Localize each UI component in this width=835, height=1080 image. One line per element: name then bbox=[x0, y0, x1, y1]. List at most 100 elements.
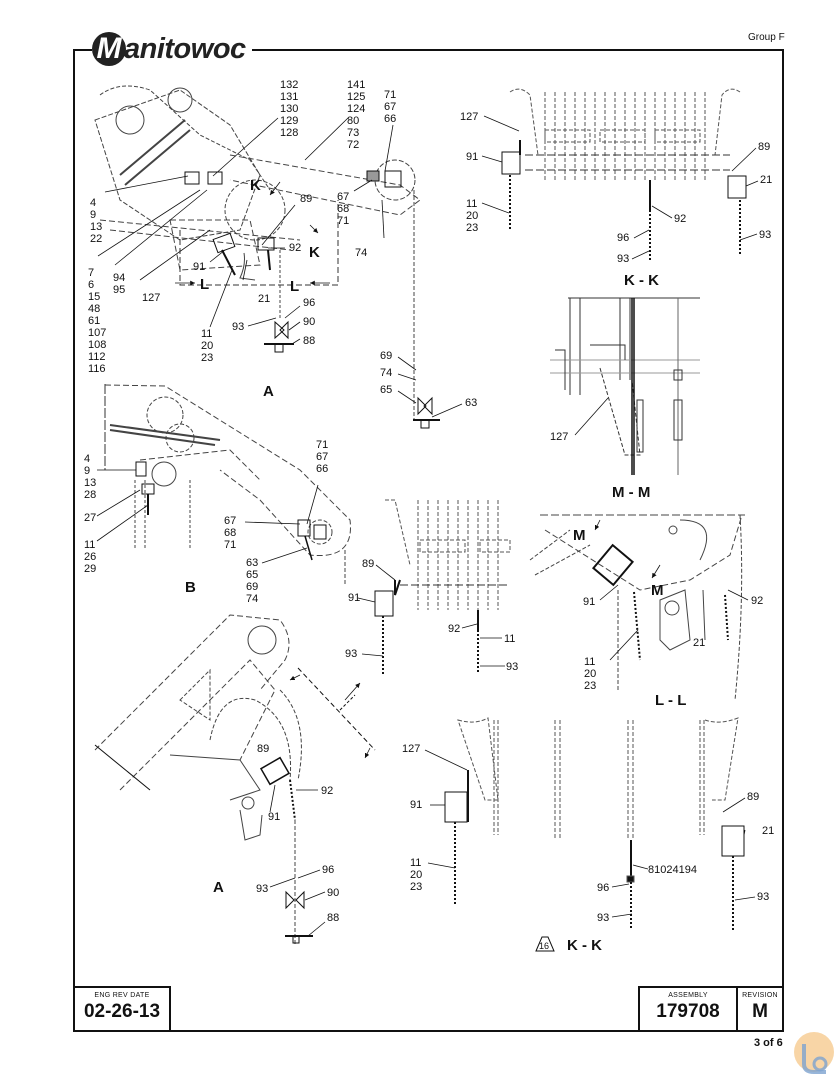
callout-107: 107 bbox=[88, 327, 106, 339]
assembly-box: ASSEMBLY 179708 bbox=[638, 986, 738, 1032]
callout-90: 90 bbox=[327, 887, 339, 899]
revision-flag-icon bbox=[535, 936, 555, 952]
callout-92: 92 bbox=[321, 785, 333, 797]
callout-63: 63 bbox=[465, 397, 477, 409]
view-a-bottom bbox=[94, 614, 376, 945]
section-mark-m: M bbox=[651, 582, 664, 599]
callout-20: 20 bbox=[584, 668, 596, 680]
section-mark-k: K bbox=[309, 244, 320, 261]
section-mark-l: L bbox=[290, 278, 299, 295]
callout-68: 68 bbox=[337, 203, 349, 215]
callout-80: 80 bbox=[347, 115, 359, 127]
callout-93: 93 bbox=[345, 648, 357, 660]
callout-11: 11 bbox=[504, 633, 515, 645]
callout-93: 93 bbox=[617, 253, 629, 265]
callout-93: 93 bbox=[597, 912, 609, 924]
callout-91: 91 bbox=[466, 151, 478, 163]
logo-initial: M bbox=[92, 32, 126, 66]
revision-caption: REVISION bbox=[742, 992, 778, 999]
revision-box: REVISION M bbox=[736, 986, 784, 1032]
view-b-labels: 4 9 13 28 27 11 26 29 71 67 66 67 68 71 … bbox=[84, 439, 328, 605]
callout-88: 88 bbox=[327, 912, 339, 924]
callout-7: 7 bbox=[88, 267, 94, 279]
callout-6: 6 bbox=[88, 279, 94, 291]
view-kk-bottom-labels: 127 91 11 20 23 81024194 96 93 89 21 93 … bbox=[402, 743, 774, 954]
callout-92: 92 bbox=[674, 213, 686, 225]
callout-91: 91 bbox=[348, 592, 360, 604]
callout-91: 91 bbox=[193, 261, 205, 273]
callout-71b: 71 bbox=[337, 215, 349, 227]
callout-69: 69 bbox=[380, 350, 392, 362]
manitowoc-logo: M anitowoc bbox=[92, 30, 252, 68]
view-a-leaders bbox=[97, 117, 463, 418]
callout-67b: 67 bbox=[224, 515, 236, 527]
callout-61: 61 bbox=[88, 315, 100, 327]
view-ll-title: L - L bbox=[655, 692, 686, 709]
view-mm bbox=[550, 297, 700, 475]
callout-92: 92 bbox=[751, 595, 763, 607]
callout-124: 124 bbox=[347, 103, 365, 115]
callout-22: 22 bbox=[90, 233, 102, 245]
callout-29: 29 bbox=[84, 563, 96, 575]
view-mm-labels: 127 M - M bbox=[550, 431, 650, 501]
callout-71b: 71 bbox=[224, 539, 236, 551]
callout-93b: 93 bbox=[506, 661, 518, 673]
callout-94: 94 bbox=[113, 272, 125, 284]
view-kk-bottom-leaders bbox=[424, 749, 756, 918]
callout-74: 74 bbox=[246, 593, 258, 605]
assembly-caption: ASSEMBLY bbox=[668, 992, 708, 999]
callout-21: 21 bbox=[760, 174, 772, 186]
view-kk-mid bbox=[374, 499, 511, 675]
assembly-number: 179708 bbox=[656, 1001, 720, 1022]
callout-26: 26 bbox=[84, 551, 96, 563]
callout-23: 23 bbox=[584, 680, 596, 692]
callout-15: 15 bbox=[88, 291, 100, 303]
callout-20: 20 bbox=[410, 869, 422, 881]
callout-11: 11 bbox=[410, 857, 421, 869]
callout-67b: 67 bbox=[337, 191, 349, 203]
section-mark-l: L bbox=[200, 276, 209, 293]
view-a-bottom-labels: 89 92 91 96 93 90 88 A bbox=[213, 743, 339, 924]
view-ll-leaders bbox=[594, 519, 749, 661]
parts-diagram: 132 131 130 129 128 141 125 124 80 73 72… bbox=[84, 79, 774, 954]
callout-11: 11 bbox=[584, 656, 595, 668]
callout-74b: 74 bbox=[380, 367, 392, 379]
view-kk-mid-labels: 89 91 93 92 11 93 bbox=[345, 558, 518, 673]
callout-96: 96 bbox=[597, 882, 609, 894]
view-b-title: B bbox=[185, 579, 196, 596]
callout-90: 90 bbox=[303, 316, 315, 328]
callout-65: 65 bbox=[246, 569, 258, 581]
callout-91: 91 bbox=[410, 799, 422, 811]
callout-23: 23 bbox=[466, 222, 478, 234]
callout-21: 21 bbox=[762, 825, 774, 837]
callout-131: 131 bbox=[280, 91, 298, 103]
callout-89: 89 bbox=[747, 791, 759, 803]
callout-9: 9 bbox=[90, 209, 96, 221]
callout-72: 72 bbox=[347, 139, 359, 151]
callout-71: 71 bbox=[384, 89, 396, 101]
callout-93: 93 bbox=[256, 883, 268, 895]
callout-28: 28 bbox=[84, 489, 96, 501]
callout-23: 23 bbox=[201, 352, 213, 364]
callout-91: 91 bbox=[268, 811, 280, 823]
revision-flag-number: 16 bbox=[539, 941, 549, 951]
view-mm-leaders bbox=[574, 397, 609, 436]
callout-13: 13 bbox=[90, 221, 102, 233]
callout-91: 91 bbox=[583, 596, 595, 608]
callout-93b: 93 bbox=[757, 891, 769, 903]
callout-67: 67 bbox=[316, 451, 328, 463]
callout-4: 4 bbox=[84, 453, 90, 465]
view-a-bottom-leaders bbox=[269, 674, 371, 937]
callout-108: 108 bbox=[88, 339, 106, 351]
logo-wordmark: anitowoc bbox=[124, 32, 246, 65]
section-mark-m: M bbox=[573, 527, 586, 544]
callout-116: 116 bbox=[88, 363, 106, 375]
callout-128: 128 bbox=[280, 127, 298, 139]
watermark-logo-icon bbox=[794, 1032, 834, 1074]
callout-20: 20 bbox=[466, 210, 478, 222]
callout-127: 127 bbox=[460, 111, 478, 123]
callout-66: 66 bbox=[316, 463, 328, 475]
callout-23: 23 bbox=[410, 881, 422, 893]
callout-21: 21 bbox=[693, 637, 705, 649]
callout-127: 127 bbox=[402, 743, 420, 755]
